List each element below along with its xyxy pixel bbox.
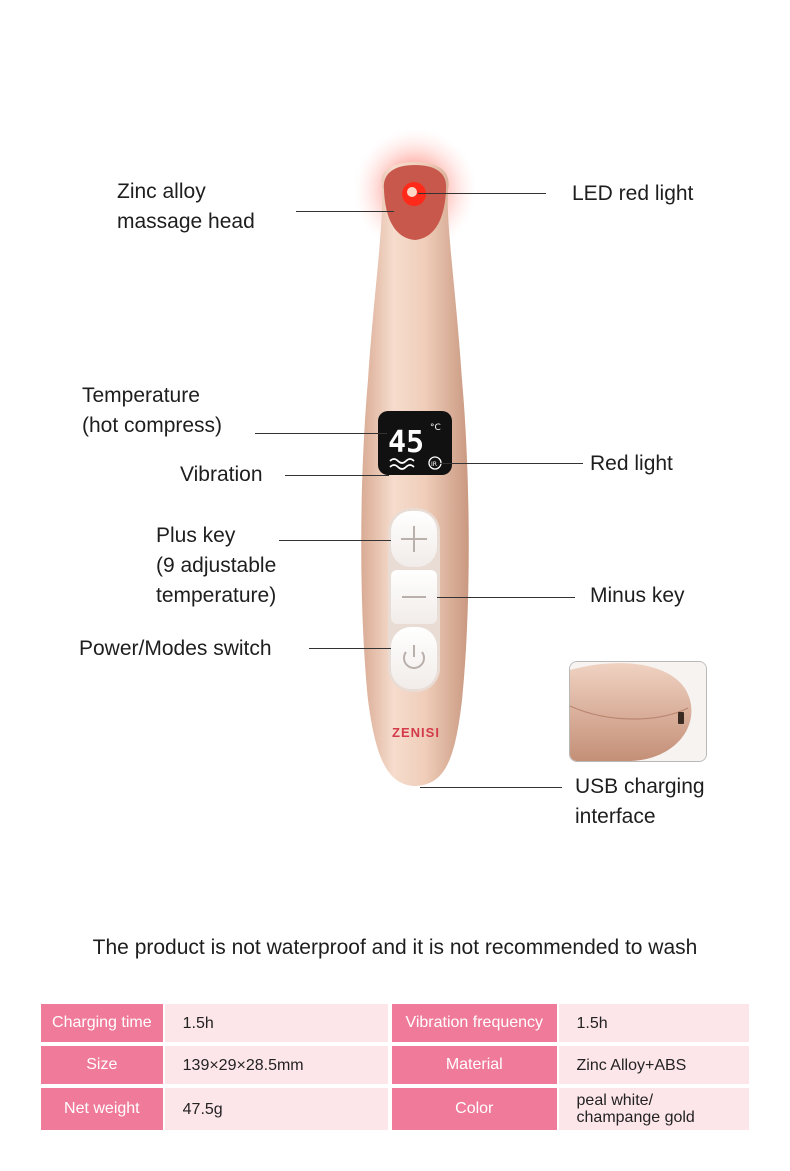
table-row: Net weight 47.5g Color peal white/ champ… [41,1088,749,1130]
leader-usb [420,787,562,788]
spec-key: Vibration frequency [392,1004,557,1042]
svg-text:IR: IR [431,461,437,468]
callout-red-light: Red light [590,452,673,475]
spec-key: Net weight [41,1088,163,1130]
spec-key: Color [392,1088,557,1130]
brand-logo: ZENISI [392,725,440,740]
spec-key: Size [41,1046,163,1084]
callout-usb: USB charging interface [575,775,705,828]
spec-value: 47.5g [164,1088,389,1130]
spec-key: Material [392,1046,557,1084]
power-key [391,627,437,689]
callout-plus-key: Plus key (9 adjustable temperature) [156,524,277,607]
spec-value: 1.5h [558,1004,749,1042]
device-bottom-end [570,663,692,761]
spec-value: peal white/ champange gold [558,1088,749,1130]
callout-massage-head: Zinc alloy massage head [117,180,255,233]
spec-value: Zinc Alloy+ABS [558,1046,749,1084]
callout-power-switch: Power/Modes switch [79,637,272,660]
callout-temperature: Temperature (hot compress) [82,384,223,437]
power-icon [403,645,425,669]
plus-icon [401,526,427,552]
leader-power [309,648,391,649]
display-temperature: 45 [388,425,424,460]
display-unit: °C [430,423,441,433]
leader-plus [279,540,391,541]
leader-minus [437,597,575,598]
leader-red-light [440,463,583,464]
spec-key: Charging time [41,1004,163,1042]
waterproof-note: The product is not waterproof and it is … [92,936,698,959]
leader-vibration [285,475,389,476]
usb-port-closeup [569,661,707,762]
eye-massager-device: 45 °C IR ZENISI [353,128,477,786]
usb-port-icon [678,712,684,724]
callout-led-red-light: LED red light [572,182,694,205]
spec-value: 1.5h [164,1004,389,1042]
leader-temperature [255,433,387,434]
table-row: Size 139×29×28.5mm Material Zinc Alloy+A… [41,1046,749,1084]
leader-massage-head [296,211,394,212]
spec-value: 139×29×28.5mm [164,1046,389,1084]
callout-vibration: Vibration [180,463,263,486]
vibration-icon [389,458,415,470]
table-row: Charging time 1.5h Vibration frequency 1… [41,1004,749,1042]
spec-table: Charging time 1.5h Vibration frequency 1… [41,1004,749,1134]
callout-minus-key: Minus key [590,584,685,607]
leader-led [418,193,546,194]
